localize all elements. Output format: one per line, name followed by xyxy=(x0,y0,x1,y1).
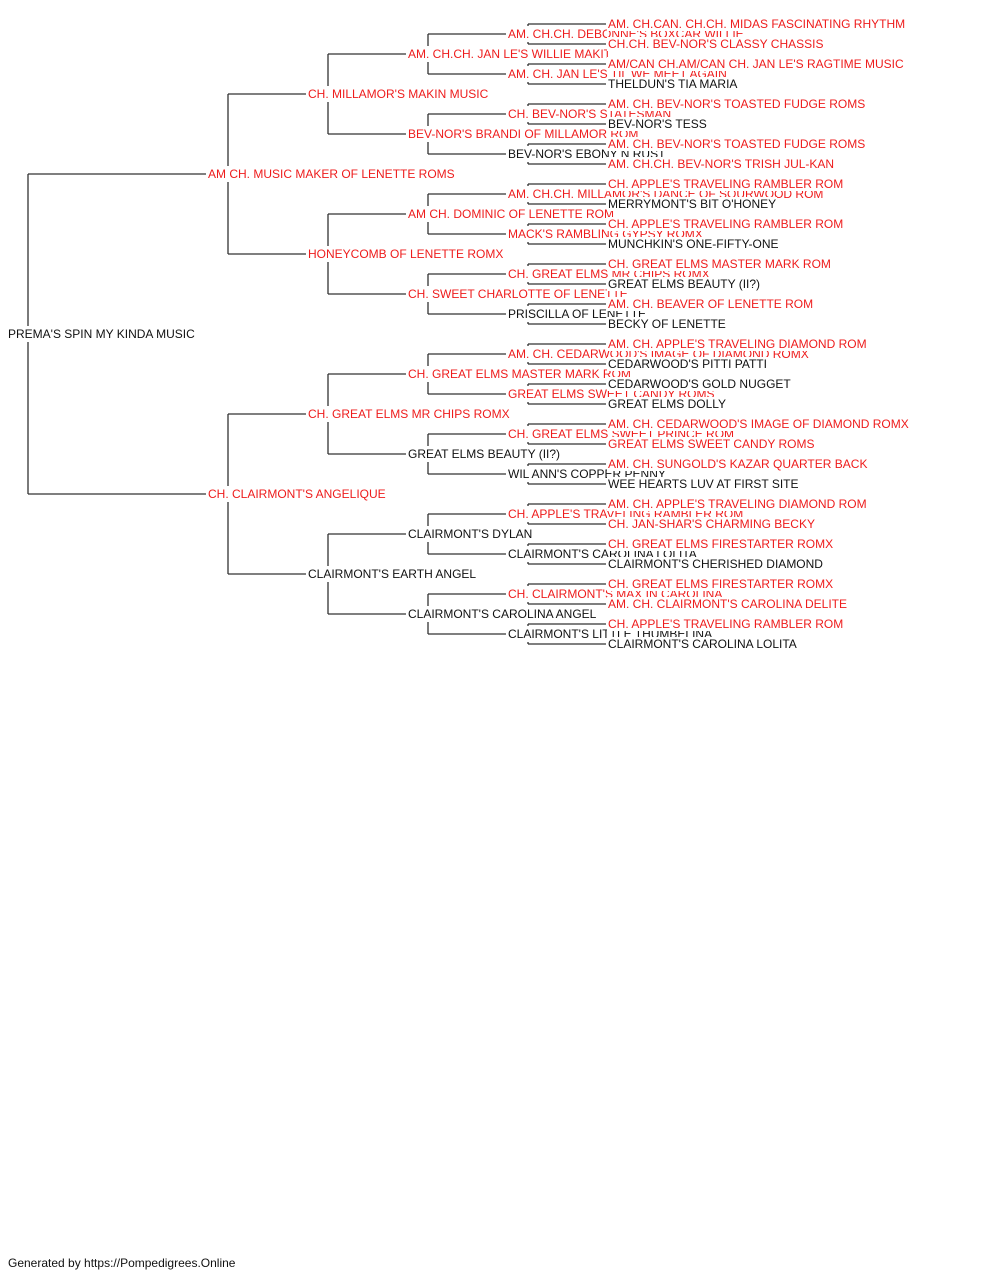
ancestor-name-gen5: THELDUN'S TIA MARIA xyxy=(607,77,739,91)
ancestor-name-gen5: CH. JAN-SHAR'S CHARMING BECKY xyxy=(607,517,816,531)
ancestor-name-gen5: CH. APPLE'S TRAVELING RAMBLER ROM xyxy=(607,177,845,191)
ancestor-name-gen5: AM. CH. CEDARWOOD'S IMAGE OF DIAMOND ROM… xyxy=(607,417,910,431)
ancestor-name-gen5: AM/CAN CH.AM/CAN CH. JAN LE'S RAGTIME MU… xyxy=(607,57,905,71)
ancestor-name-gen5: CH. APPLE'S TRAVELING RAMBLER ROM xyxy=(607,217,845,231)
ancestor-name-gen5: GREAT ELMS SWEET CANDY ROMS xyxy=(607,437,816,451)
ancestor-name-gen5: AM. CH. BEV-NOR'S TOASTED FUDGE ROMS xyxy=(607,97,867,111)
ancestor-name-gen2: CLAIRMONT'S EARTH ANGEL xyxy=(307,567,478,581)
ancestor-name-gen3: CLAIRMONT'S DYLAN xyxy=(407,527,534,541)
ancestor-name-gen3: GREAT ELMS BEAUTY (II?) xyxy=(407,447,562,461)
ancestor-name-gen2: CH. GREAT ELMS MR CHIPS ROMX xyxy=(307,407,511,421)
ancestor-name-gen5: BEV-NOR'S TESS xyxy=(607,117,708,131)
ancestor-name-gen5: BECKY OF LENETTE xyxy=(607,317,727,331)
ancestor-name-gen5: CEDARWOOD'S GOLD NUGGET xyxy=(607,377,792,391)
ancestor-name-gen3: AM CH. DOMINIC OF LENETTE ROM xyxy=(407,207,616,221)
ancestor-name-gen5: CH. GREAT ELMS FIRESTARTER ROMX xyxy=(607,537,835,551)
ancestor-name-gen5: MUNCHKIN'S ONE-FIFTY-ONE xyxy=(607,237,780,251)
ancestor-name-gen5: WEE HEARTS LUV AT FIRST SITE xyxy=(607,477,800,491)
subject-dog-name: PREMA'S SPIN MY KINDA MUSIC xyxy=(7,327,196,341)
ancestor-name-gen5: CH. GREAT ELMS MASTER MARK ROM xyxy=(607,257,832,271)
ancestor-name-gen2: HONEYCOMB OF LENETTE ROMX xyxy=(307,247,505,261)
ancestor-name-gen2: CH. MILLAMOR'S MAKIN MUSIC xyxy=(307,87,490,101)
ancestor-name-gen5: AM. CH. APPLE'S TRAVELING DIAMOND ROM xyxy=(607,337,868,351)
ancestor-name-gen1: AM CH. MUSIC MAKER OF LENETTE ROMS xyxy=(207,167,456,181)
ancestor-name-gen5: CH. GREAT ELMS FIRESTARTER ROMX xyxy=(607,577,835,591)
ancestor-name-gen5: CLAIRMONT'S CHERISHED DIAMOND xyxy=(607,557,824,571)
ancestor-name-gen5: AM. CH.CH. BEV-NOR'S TRISH JUL-KAN xyxy=(607,157,836,171)
ancestor-name-gen5: GREAT ELMS DOLLY xyxy=(607,397,728,411)
ancestor-name-gen5: CLAIRMONT'S CAROLINA LOLITA xyxy=(607,637,798,651)
ancestor-name-gen3: AM. CH.CH. JAN LE'S WILLIE MAKIT xyxy=(407,47,612,61)
ancestor-name-gen5: CH. APPLE'S TRAVELING RAMBLER ROM xyxy=(607,617,845,631)
ancestor-name-gen3: CH. GREAT ELMS MASTER MARK ROM xyxy=(407,367,632,381)
ancestor-name-gen5: GREAT ELMS BEAUTY (II?) xyxy=(607,277,762,291)
ancestor-name-gen5: AM. CH. CLAIRMONT'S CAROLINA DELITE xyxy=(607,597,848,611)
ancestor-name-gen5: AM. CH. BEV-NOR'S TOASTED FUDGE ROMS xyxy=(607,137,867,151)
ancestor-name-gen5: AM. CH.CAN. CH.CH. MIDAS FASCINATING RHY… xyxy=(607,17,907,31)
ancestor-name-gen5: AM. CH. APPLE'S TRAVELING DIAMOND ROM xyxy=(607,497,868,511)
ancestor-name-gen5: CEDARWOOD'S PITTI PATTI xyxy=(607,357,768,371)
ancestor-name-gen5: CH.CH. BEV-NOR'S CLASSY CHASSIS xyxy=(607,37,825,51)
ancestor-name-gen3: BEV-NOR'S BRANDI OF MILLAMOR ROM xyxy=(407,127,640,141)
generated-by-footer: Generated by https://Pompedigrees.Online xyxy=(8,1256,236,1270)
ancestor-name-gen1: CH. CLAIRMONT'S ANGELIQUE xyxy=(207,487,387,501)
ancestor-name-gen3: CLAIRMONT'S CAROLINA ANGEL xyxy=(407,607,598,621)
ancestor-name-gen5: MERRYMONT'S BIT O'HONEY xyxy=(607,197,778,211)
ancestor-name-gen5: AM. CH. SUNGOLD'S KAZAR QUARTER BACK xyxy=(607,457,869,471)
ancestor-name-gen5: AM. CH. BEAVER OF LENETTE ROM xyxy=(607,297,815,311)
ancestor-name-gen3: CH. SWEET CHARLOTTE OF LENETTE xyxy=(407,287,629,301)
